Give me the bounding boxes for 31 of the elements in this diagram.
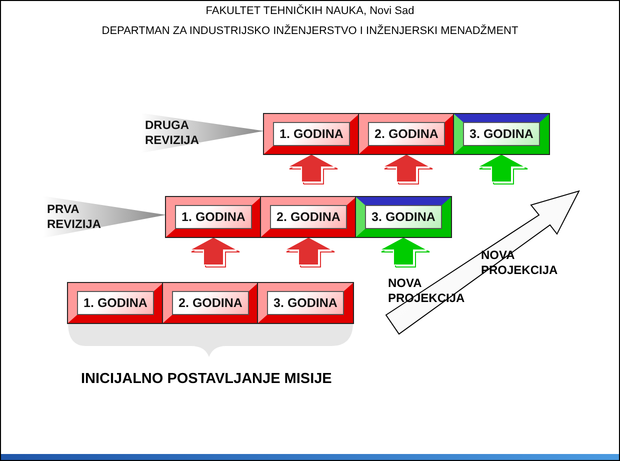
bevel-box — [163, 283, 258, 323]
block-arrow — [477, 153, 528, 184]
bevel-box — [261, 197, 356, 237]
box-label: 1. GODINA — [175, 205, 252, 229]
bevel-box — [68, 283, 163, 323]
box-label: 1. GODINA — [273, 122, 350, 146]
bevel-box — [166, 197, 261, 237]
wedge-shape — [43, 196, 166, 238]
bevel-box — [454, 114, 549, 154]
bevel-box — [258, 283, 353, 323]
side-label: DRUGA REVIZIJA — [145, 118, 200, 148]
wedge-shape — [141, 113, 264, 153]
box-label: 3. GODINA — [365, 205, 442, 229]
block-arrow — [287, 153, 338, 184]
block-arrow — [379, 236, 430, 268]
box-label: 1. GODINA — [77, 291, 154, 315]
side-label: PRVA REVIZIJA — [47, 202, 102, 232]
block-arrow — [284, 236, 335, 268]
bevel-box — [356, 197, 451, 237]
header-text: FAKULTET TEHNIČKIH NAUKA, Novi Sad — [204, 5, 416, 17]
header-text: DEPARTMAN ZA INDUSTRIJSKO INŽENJERSTVO I INŽENJERSKI MENADŽMENT — [100, 25, 520, 37]
box-label: 3. GODINA — [463, 122, 540, 146]
block-arrow — [382, 153, 433, 184]
box-label: 2. GODINA — [368, 122, 445, 146]
bevel-box — [264, 114, 359, 154]
block-arrow — [189, 236, 240, 268]
caption-text: INICIJALNO POSTAVLJANJE MISIJE — [81, 371, 332, 387]
bevel-box — [359, 114, 454, 154]
box-label: 3. GODINA — [267, 291, 344, 315]
box-label: 2. GODINA — [172, 291, 249, 315]
box-label: 2. GODINA — [270, 205, 347, 229]
